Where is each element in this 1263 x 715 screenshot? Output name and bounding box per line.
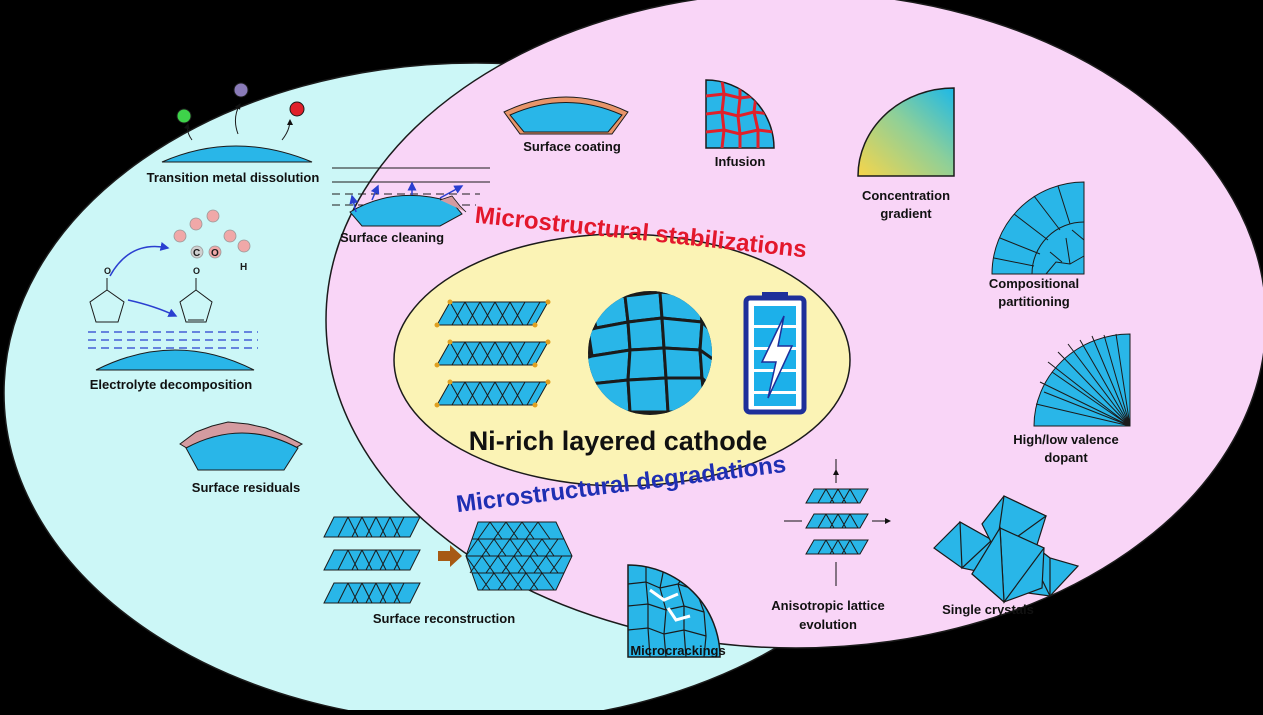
electrolyte-decomposition-label: Electrolyte decomposition xyxy=(90,377,253,392)
reconstruction-arrow-icon xyxy=(438,545,462,567)
lattice-atoms xyxy=(434,299,551,408)
surface-reconstruction-label: Surface reconstruction xyxy=(373,611,515,626)
infusion-icon xyxy=(705,79,775,149)
compositional-partitioning-label-line1: Compositional xyxy=(989,276,1079,291)
anisotropic-label-line1: Anisotropic lattice xyxy=(771,598,884,613)
compositional-partitioning-label-line2: partitioning xyxy=(998,294,1070,309)
surface-residuals-label: Surface residuals xyxy=(192,480,300,495)
electrolyte-decomposition-icon: O O C O H xyxy=(88,209,258,371)
dopant-label-line2: dopant xyxy=(1044,450,1088,465)
molecule-o-label: O xyxy=(211,248,219,259)
dopant-icon xyxy=(1033,333,1131,427)
dopant-label-line1: High/low valence xyxy=(1013,432,1118,447)
surface-coating-label: Surface coating xyxy=(523,139,621,154)
battery-icon xyxy=(743,292,807,415)
surface-cleaning-icon xyxy=(332,167,490,227)
concentration-gradient-label-line1: Concentration xyxy=(862,188,950,203)
surface-residuals-icon xyxy=(179,421,304,471)
microcrackings-label: Microcrackings xyxy=(630,643,725,658)
microcrackings-icon xyxy=(627,564,721,658)
compositional-partitioning-icon xyxy=(991,181,1085,275)
surface-coating-icon xyxy=(503,96,629,135)
anisotropic-label-line2: evolution xyxy=(799,617,857,632)
tm-dissolution-label: Transition metal dissolution xyxy=(147,170,320,185)
molecule-h-label: H xyxy=(240,262,247,273)
tm-dissolution-icon xyxy=(161,82,313,163)
concentration-gradient-icon xyxy=(857,87,955,177)
single-crystals-icon xyxy=(933,495,1080,604)
single-crystals-label: Single crystals xyxy=(942,602,1034,617)
molecule-c-label: C xyxy=(193,248,200,259)
svg-text:O: O xyxy=(193,266,200,276)
concentration-gradient-label-line2: gradient xyxy=(880,206,932,221)
svg-text:O: O xyxy=(104,266,111,276)
surface-reconstruction-icon xyxy=(323,516,573,604)
layered-lattice-icon xyxy=(436,301,549,406)
surface-cleaning-label: Surface cleaning xyxy=(340,230,444,245)
infusion-label: Infusion xyxy=(715,154,766,169)
center-title: Ni-rich layered cathode xyxy=(469,426,768,456)
anisotropic-lattice-icon xyxy=(784,459,890,586)
